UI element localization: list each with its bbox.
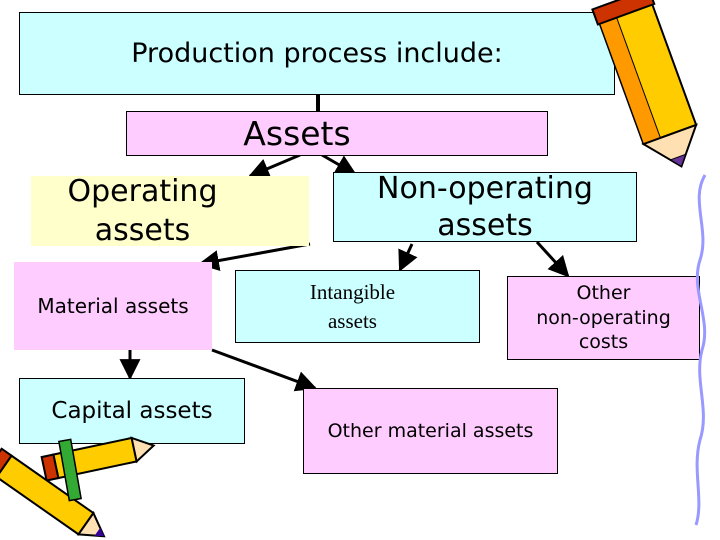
capital-assets-box: Capital assets [19,378,245,444]
arrow-assets-operating [250,155,300,176]
operating-assets-label: Operating assets [68,172,218,250]
other-material-assets-box: Other material assets [303,388,558,474]
operating-assets-box: Operating assets [31,176,309,246]
other-material-assets-label: Other material assets [328,420,534,442]
other-non-operating-costs-label: Other non-operating costs [536,281,671,355]
title-box: Production process include: [19,12,615,95]
arrow-nonoperating-intangible [400,244,412,270]
title-text: Production process include: [131,38,503,69]
arrow-nonoperating-othercosts [537,242,568,276]
assets-label: Assets [243,114,350,153]
non-operating-assets-label: Non-operating assets [377,170,593,245]
material-assets-label: Material assets [37,294,188,318]
other-non-operating-costs-box: Other non-operating costs [507,276,700,360]
intangible-assets-label: Intangible assets [310,278,395,335]
intangible-assets-box: Intangible assets [235,270,480,343]
non-operating-assets-box: Non-operating assets [333,172,637,242]
material-assets-box: Material assets [14,262,212,350]
assets-box: Assets [126,111,548,156]
capital-assets-label: Capital assets [51,398,212,424]
